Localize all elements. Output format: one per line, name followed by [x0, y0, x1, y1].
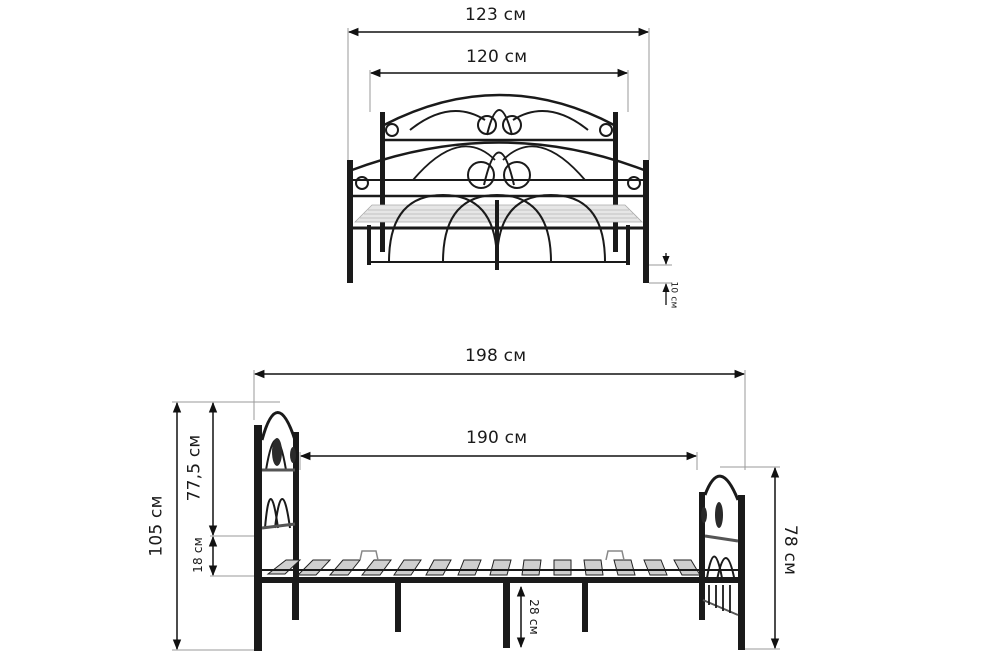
headboard-lower-label: 18 см: [190, 537, 205, 573]
front-total-width-label: 123 см: [465, 5, 527, 25]
slats: [266, 559, 701, 576]
footboard-height-label: 78 см: [780, 524, 801, 576]
side-view: [172, 369, 780, 651]
side-inner-length-label: 190 см: [466, 428, 528, 448]
frame-height-label: 28 см: [526, 599, 541, 635]
front-inner-width-label: 120 см: [466, 47, 528, 67]
front-view: [347, 27, 672, 305]
side-total-length-label: 198 см: [465, 346, 527, 366]
total-height-label: 105 см: [146, 495, 167, 557]
headboard-upper-label: 77,5 см: [184, 434, 205, 502]
leg-clearance-label: 10 см: [668, 281, 679, 309]
